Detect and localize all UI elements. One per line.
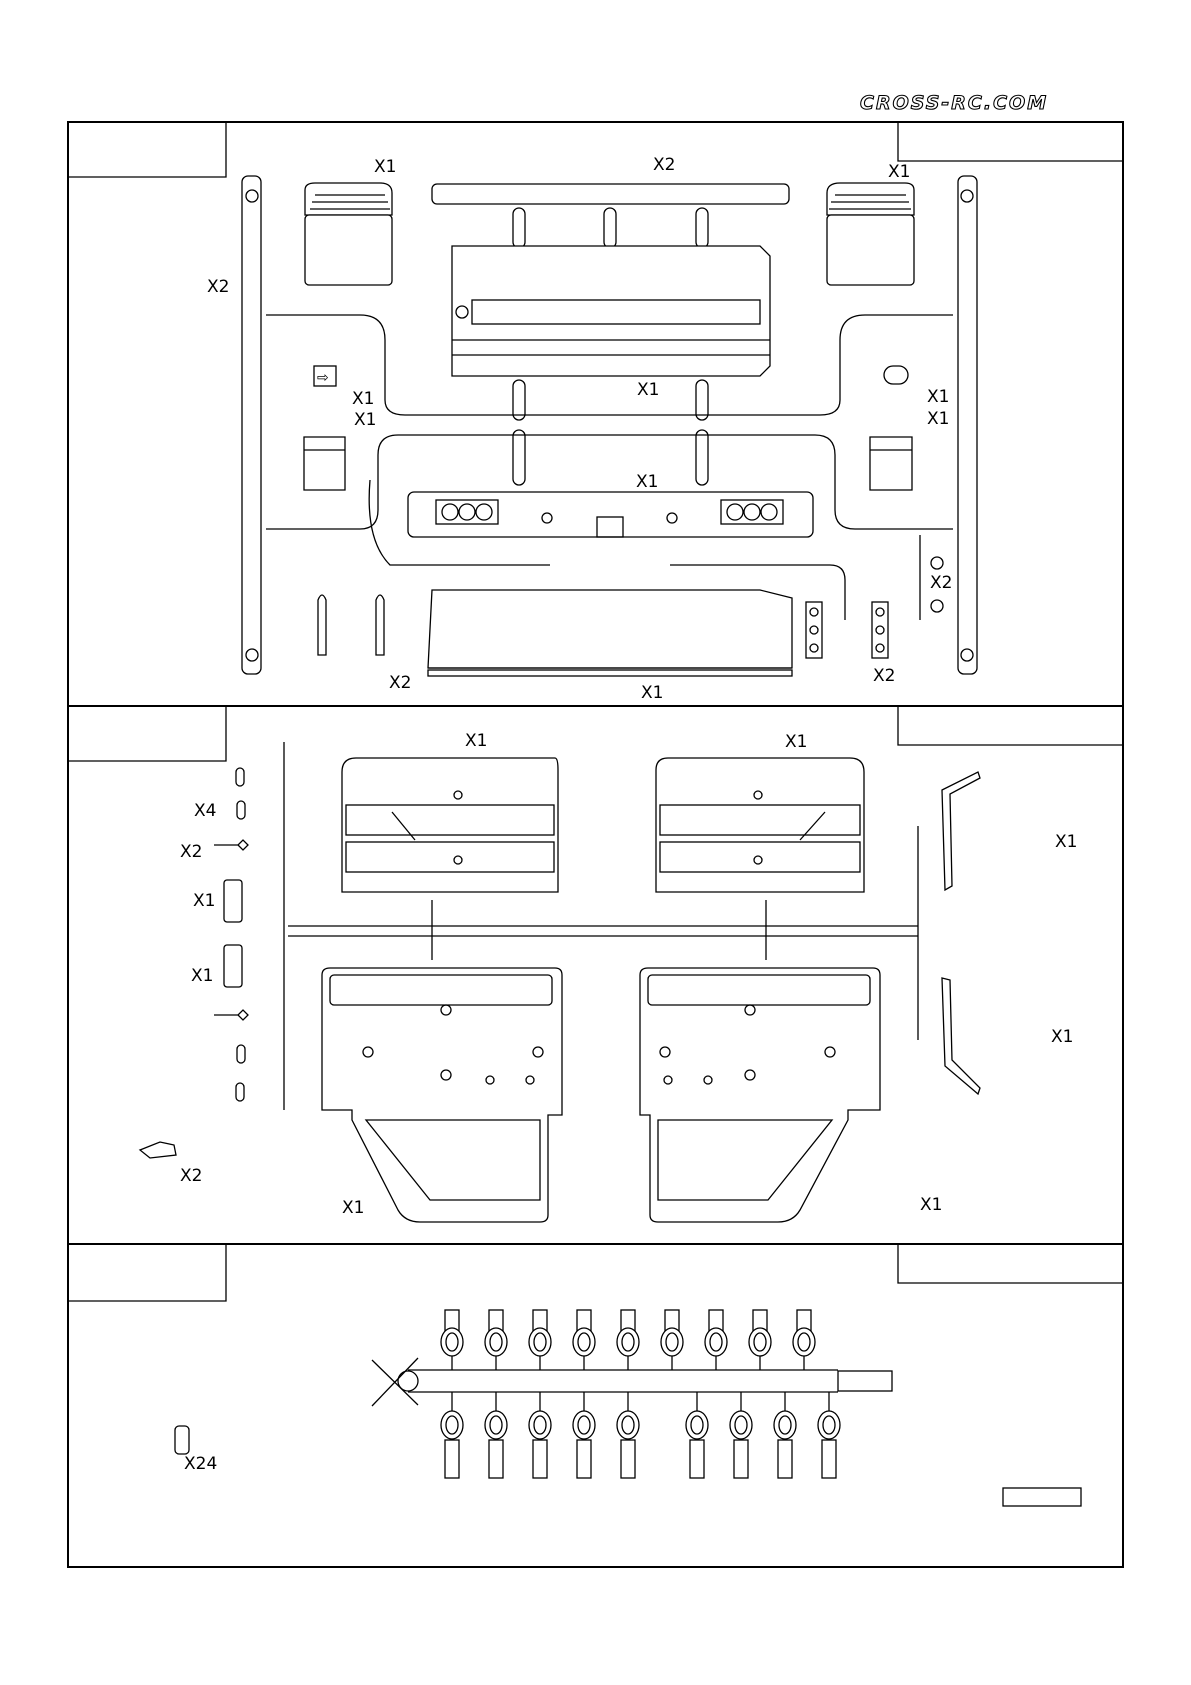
rod-end — [572, 1410, 596, 1440]
rod-end — [533, 1415, 547, 1435]
svg-text:X1: X1 — [1051, 1027, 1073, 1047]
rod-end — [822, 1415, 836, 1435]
rod-end — [817, 1410, 841, 1440]
rod-end — [660, 1327, 684, 1357]
svg-text:X1: X1 — [342, 1198, 364, 1218]
side-rail-left — [241, 175, 262, 675]
rod-end — [689, 1439, 705, 1479]
svg-text:X1: X1 — [637, 380, 659, 400]
svg-text:X1: X1 — [927, 409, 949, 429]
rod-end — [709, 1332, 723, 1352]
svg-text:X2: X2 — [653, 155, 675, 175]
svg-text:X1: X1 — [193, 891, 215, 911]
rod-end-quantity: X24 — [184, 1454, 217, 1474]
rod-end — [778, 1415, 792, 1435]
rod-end — [533, 1332, 547, 1352]
sprue-c-rod-ends — [174, 1309, 893, 1479]
rod-end — [685, 1410, 709, 1440]
svg-text:X2: X2 — [180, 1166, 202, 1186]
rod-end — [528, 1327, 552, 1357]
side-rail-right — [957, 175, 978, 675]
rod-end — [576, 1439, 592, 1479]
rod-end — [665, 1332, 679, 1352]
svg-text:X1: X1 — [927, 387, 949, 407]
rod-end — [572, 1327, 596, 1357]
svg-text:X1: X1 — [465, 731, 487, 751]
svg-text:X1: X1 — [888, 162, 910, 182]
svg-text:⇨: ⇨ — [317, 370, 329, 386]
svg-text:X4: X4 — [194, 801, 216, 821]
svg-text:X1: X1 — [920, 1195, 942, 1215]
sprue-a: ⇨ — [241, 175, 978, 677]
rod-end — [734, 1415, 748, 1435]
rod-end — [753, 1332, 767, 1352]
rod-end — [621, 1415, 635, 1435]
rod-end-sample — [174, 1425, 190, 1455]
rod-end — [777, 1439, 793, 1479]
rod-end — [484, 1410, 508, 1440]
svg-text:X2: X2 — [873, 666, 895, 686]
svg-text:X2: X2 — [389, 673, 411, 693]
rod-end — [528, 1410, 552, 1440]
cross-rc-logo: CROSS-RC.COM — [860, 92, 1048, 114]
rod-end — [484, 1327, 508, 1357]
rod-end — [616, 1327, 640, 1357]
rod-end — [729, 1410, 753, 1440]
rod-end — [773, 1410, 797, 1440]
rod-end — [489, 1415, 503, 1435]
rod-end — [792, 1327, 816, 1357]
rod-end — [440, 1410, 464, 1440]
svg-text:X1: X1 — [1055, 832, 1077, 852]
rod-end — [621, 1332, 635, 1352]
rod-end — [488, 1439, 504, 1479]
rod-end — [445, 1332, 459, 1352]
rod-end — [444, 1439, 460, 1479]
svg-text:X1: X1 — [785, 732, 807, 752]
rod-end — [489, 1332, 503, 1352]
svg-text:X2: X2 — [180, 842, 202, 862]
rod-end — [445, 1415, 459, 1435]
sprue-a-quantities: X2 X1 X2 X1 X1 X1 X1 X1 X1 X1 X2 X2 X1 X… — [207, 155, 952, 703]
rod-end — [821, 1439, 837, 1479]
sprue-b — [138, 742, 981, 1223]
svg-text:X1: X1 — [641, 683, 663, 703]
rod-end — [748, 1327, 772, 1357]
rod-end — [690, 1415, 704, 1435]
rod-end — [733, 1439, 749, 1479]
svg-text:X1: X1 — [352, 389, 374, 409]
rod-end — [577, 1332, 591, 1352]
sprue-b-quantities: X1 X1 X4 X2 X1 X1 X2 X1 X1 X1 X1 — [180, 731, 1077, 1218]
svg-text:X1: X1 — [354, 410, 376, 430]
rod-end — [797, 1332, 811, 1352]
svg-text:X1: X1 — [374, 157, 396, 177]
sheet-frame — [67, 121, 1124, 1568]
rod-end — [620, 1439, 636, 1479]
rod-end — [616, 1410, 640, 1440]
rod-end — [704, 1327, 728, 1357]
svg-text:X2: X2 — [930, 573, 952, 593]
section-label-boxes — [68, 122, 1123, 1507]
svg-text:X2: X2 — [207, 277, 229, 297]
svg-text:X1: X1 — [191, 966, 213, 986]
rod-end — [532, 1439, 548, 1479]
rod-end — [577, 1415, 591, 1435]
svg-text:X1: X1 — [636, 472, 658, 492]
rod-end — [440, 1327, 464, 1357]
